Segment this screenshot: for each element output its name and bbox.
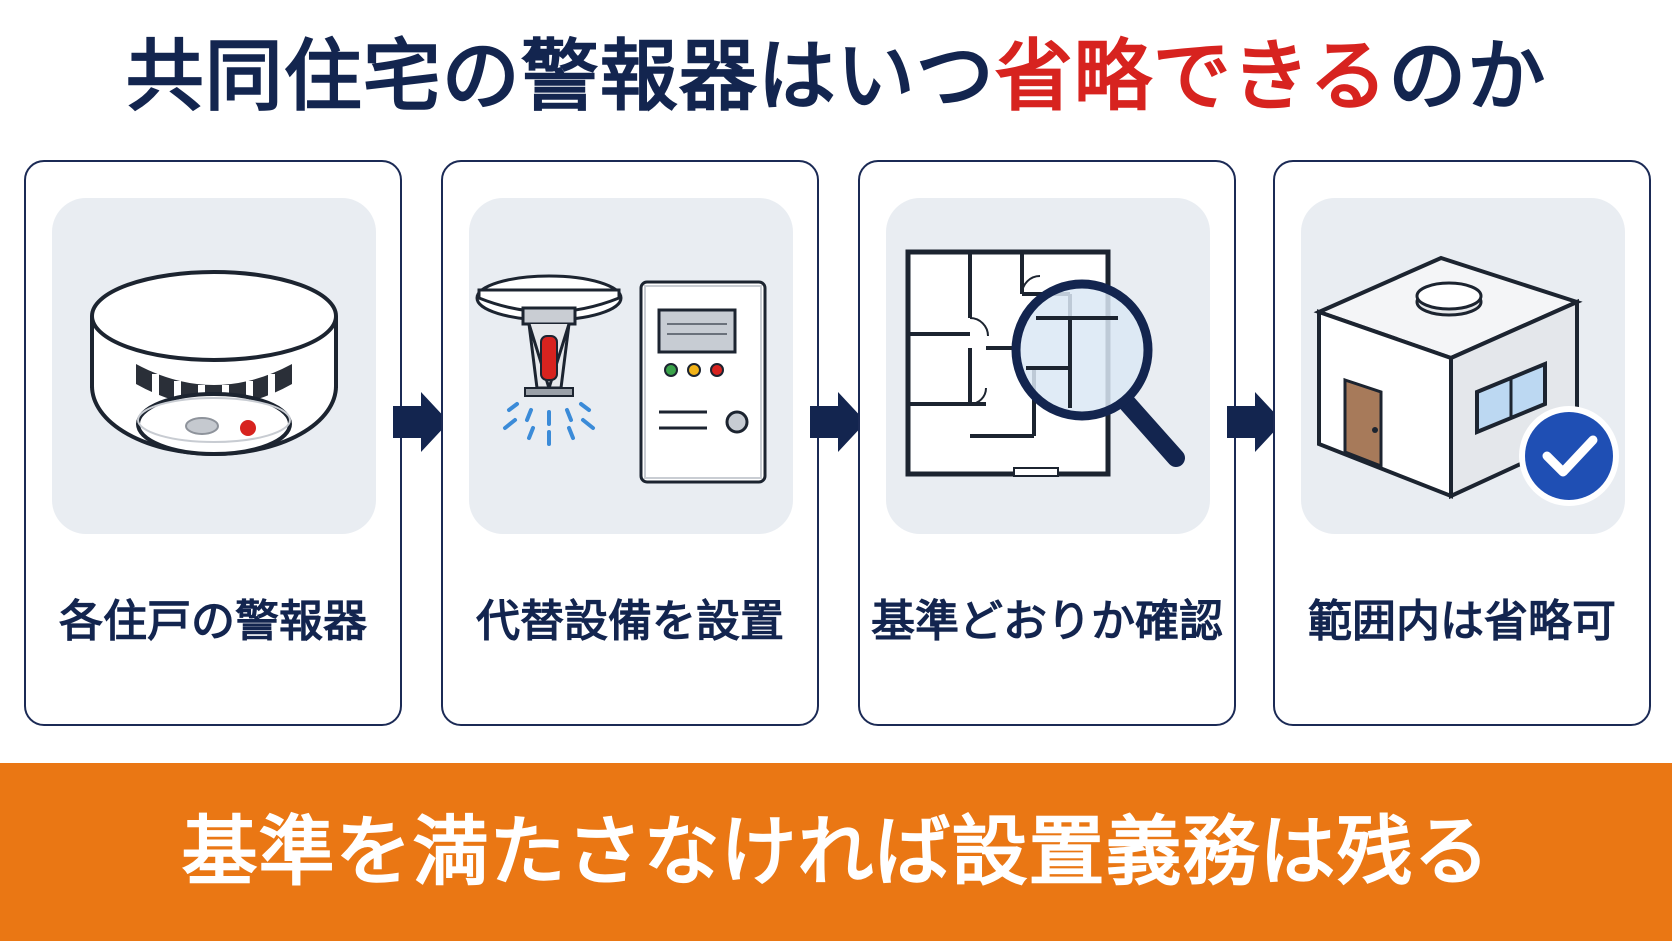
arrow-right-icon xyxy=(393,392,449,452)
house-with-checkmark-icon xyxy=(1313,255,1619,506)
smoke-detector-icon xyxy=(90,270,338,456)
step-illustration-4 xyxy=(1301,198,1625,534)
banner-text: 基準を満たさなければ設置義務は残る xyxy=(181,807,1491,896)
title-part1: 共同住宅の警報器はいつ xyxy=(125,32,995,122)
title-accent: 省略できる xyxy=(994,32,1389,122)
conclusion-banner: 基準を満たさなければ設置義務は残る xyxy=(0,763,1672,941)
step-card-3: 基準どおりか確認 xyxy=(858,160,1236,726)
arrow-right-icon xyxy=(810,392,866,452)
step-card-2: 代替設備を設置 xyxy=(441,160,819,726)
step-card-4: 範囲内は省略可 xyxy=(1273,160,1651,726)
page-title: 共同住宅の警報器はいつ省略できるのか xyxy=(0,22,1672,132)
step-label-2: 代替設備を設置 xyxy=(476,596,784,647)
step-card-1: 各住戸の警報器 xyxy=(24,160,402,726)
step-label-1: 各住戸の警報器 xyxy=(59,596,367,647)
title-part2: のか xyxy=(1388,32,1547,122)
step-illustration-3 xyxy=(886,198,1210,534)
floor-plan-magnifier-icon xyxy=(905,249,1185,477)
step-label-4: 範囲内は省略可 xyxy=(1308,596,1616,647)
step-illustration-1 xyxy=(52,198,376,534)
sprinkler-and-control-panel-icon xyxy=(475,274,767,484)
step-illustration-2 xyxy=(469,198,793,534)
arrow-right-icon xyxy=(1227,392,1283,452)
step-label-3: 基準どおりか確認 xyxy=(871,596,1223,647)
